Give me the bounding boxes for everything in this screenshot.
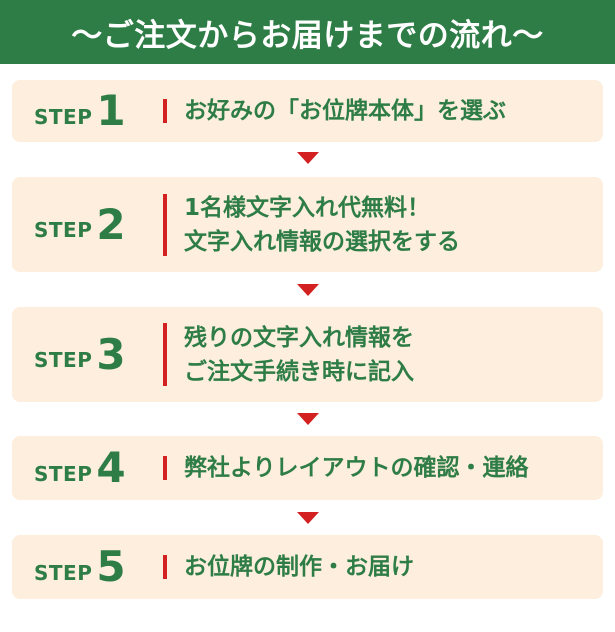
step-number: 5 <box>96 542 126 592</box>
step-line: お好みの「お位牌本体」を選ぶ <box>184 98 506 124</box>
step-label-5: STEP 5 <box>34 542 126 592</box>
step-description-2: 1名様文字入れ代無料！ 文字入れ情報の選択をする <box>184 191 460 259</box>
down-arrow-icon <box>297 512 319 524</box>
step-label-4: STEP 4 <box>34 443 126 493</box>
step-label-1: STEP 1 <box>34 86 126 136</box>
step-box-2: STEP 2 1名様文字入れ代無料！ 文字入れ情報の選択をする <box>12 177 603 272</box>
step-description-5: お位牌の制作・お届け <box>184 550 414 584</box>
step-box-1: STEP 1 お好みの「お位牌本体」を選ぶ <box>12 80 603 142</box>
step-number: 2 <box>96 199 126 249</box>
step-number: 4 <box>96 443 126 493</box>
step-word: STEP <box>34 560 93 585</box>
step-box-3: STEP 3 残りの文字入れ情報を ご注文手続き時に記入 <box>12 307 603 402</box>
step-box-4: STEP 4 弊社よりレイアウトの確認・連絡 <box>12 436 603 500</box>
page-title: 〜ご注文からお届けまでの流れ〜 <box>71 17 544 54</box>
step-box-5: STEP 5 お位牌の制作・お届け <box>12 535 603 599</box>
step-number: 3 <box>96 329 126 379</box>
divider-bar <box>163 555 167 579</box>
step-word: STEP <box>34 348 93 373</box>
step-description-3: 残りの文字入れ情報を ご注文手続き時に記入 <box>184 321 414 389</box>
down-arrow-icon <box>297 284 319 296</box>
step-line: ご注文手続き時に記入 <box>184 358 414 385</box>
divider-bar <box>163 99 167 123</box>
step-word: STEP <box>34 104 93 129</box>
divider-bar <box>163 323 167 386</box>
step-label-2: STEP 2 <box>34 199 126 249</box>
step-label-3: STEP 3 <box>34 329 126 379</box>
step-line: 1名様文字入れ代無料！ <box>184 194 431 221</box>
step-line: 文字入れ情報の選択をする <box>184 228 460 255</box>
divider-bar <box>163 456 167 480</box>
step-word: STEP <box>34 218 93 243</box>
down-arrow-icon <box>297 152 319 164</box>
header-banner: 〜ご注文からお届けまでの流れ〜 <box>0 0 615 64</box>
step-line: お位牌の制作・お届け <box>184 554 414 580</box>
step-word: STEP <box>34 461 93 486</box>
step-line: 弊社よりレイアウトの確認・連絡 <box>184 455 529 481</box>
down-arrow-icon <box>297 413 319 425</box>
step-description-1: お好みの「お位牌本体」を選ぶ <box>184 94 506 128</box>
step-line: 残りの文字入れ情報を <box>184 324 414 351</box>
step-description-4: 弊社よりレイアウトの確認・連絡 <box>184 451 529 485</box>
divider-bar <box>163 194 167 256</box>
step-number: 1 <box>96 86 126 136</box>
